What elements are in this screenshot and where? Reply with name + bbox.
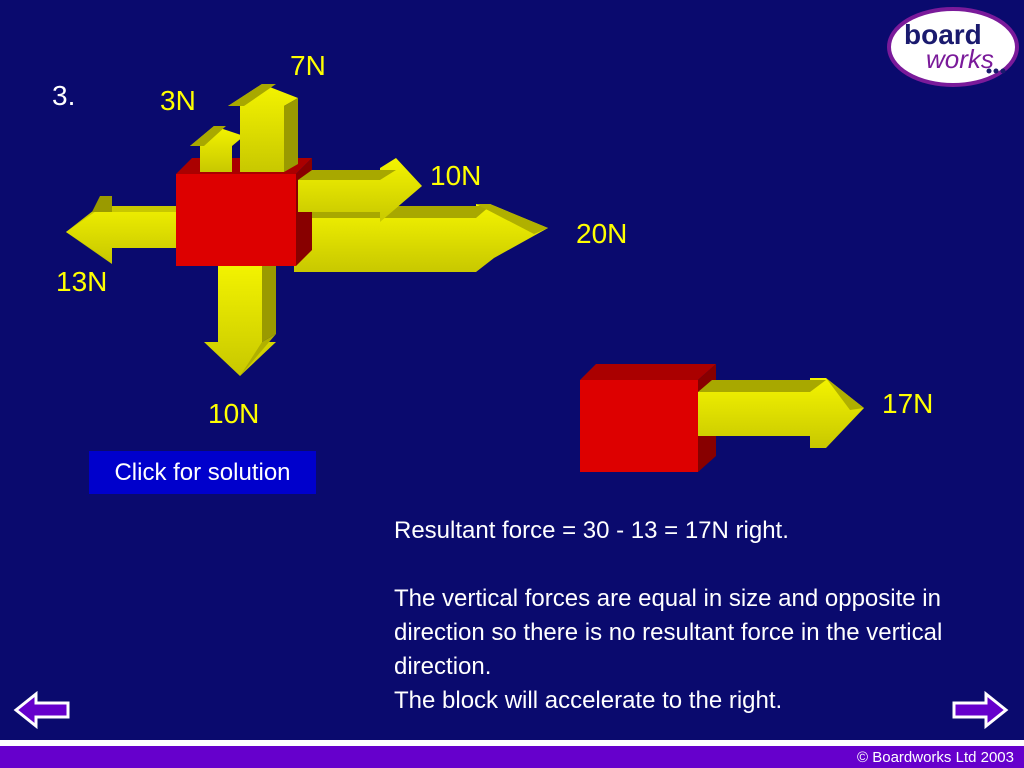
force-label-left: 13N xyxy=(56,266,108,297)
arrow-down-10n xyxy=(204,254,276,376)
force-label-resultant: 17N xyxy=(882,388,934,419)
arrow-right-20n xyxy=(294,204,548,272)
footer-bar xyxy=(0,740,1024,768)
force-label-up-small: 3N xyxy=(160,85,196,116)
arrow-up-7n xyxy=(228,84,298,172)
question-number: 3. xyxy=(52,80,76,111)
force-label-down: 10N xyxy=(208,398,260,429)
arrow-up-3n xyxy=(190,126,244,172)
copyright-text: © Boardworks Ltd 2003 xyxy=(857,749,1014,766)
arrow-right-17n xyxy=(698,378,864,448)
logo-board-text: board xyxy=(904,19,982,50)
force-label-right-large: 20N xyxy=(576,218,628,249)
prev-arrow-icon[interactable] xyxy=(13,690,70,730)
solution-text: Resultant force = 30 - 13 = 17N right. T… xyxy=(394,514,974,718)
block-main xyxy=(176,158,312,266)
logo-works-text: works xyxy=(926,44,994,74)
solution-line-3: The block will accelerate to the right. xyxy=(394,687,783,714)
click-for-solution-button[interactable]: Click for solution xyxy=(89,451,316,494)
arrow-right-10n xyxy=(298,158,422,222)
solution-line-2: The vertical forces are equal in size an… xyxy=(394,585,943,680)
block-resultant xyxy=(580,364,716,472)
next-arrow-icon[interactable] xyxy=(952,690,1009,730)
boardworks-logo: board works xyxy=(887,7,1019,87)
force-label-right-small: 10N xyxy=(430,160,482,191)
force-label-up-large: 7N xyxy=(290,50,326,81)
solution-line-1: Resultant force = 30 - 13 = 17N right. xyxy=(394,517,789,544)
arrow-left-13n xyxy=(66,196,180,264)
